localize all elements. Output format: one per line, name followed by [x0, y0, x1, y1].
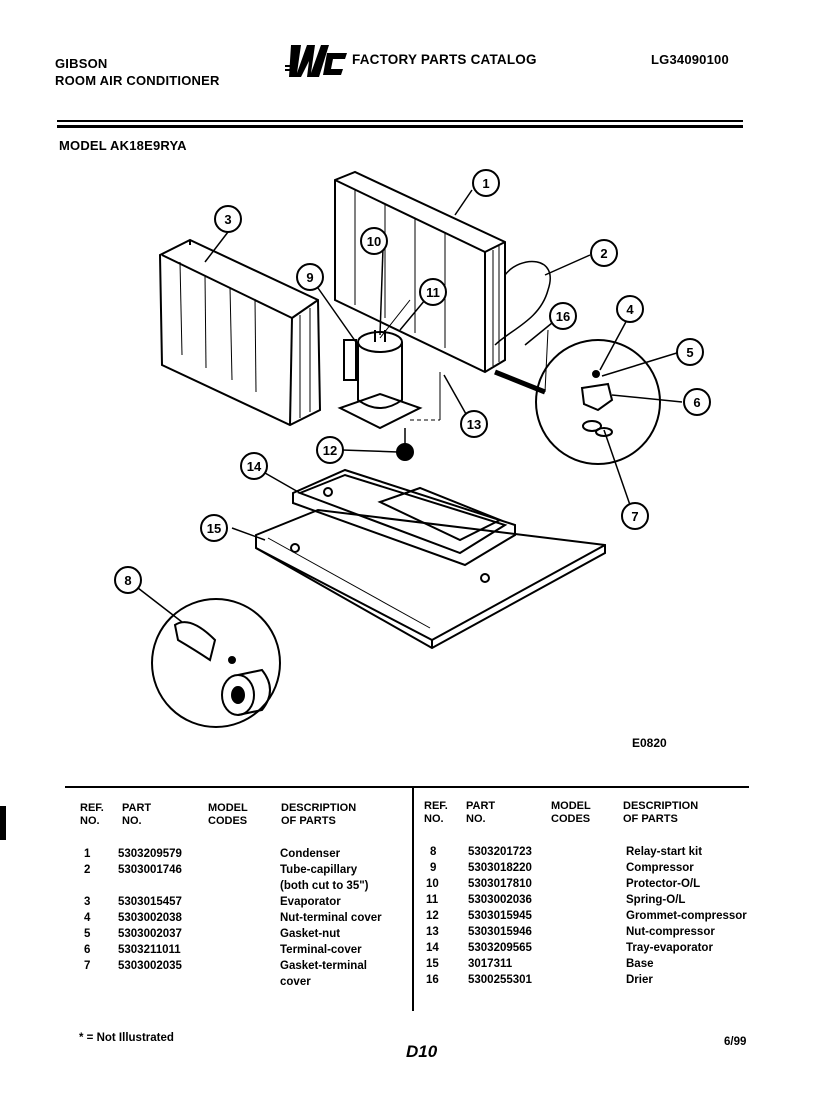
description-cell: Gasket-terminal — [280, 960, 367, 972]
ref-cell: 11 — [426, 894, 439, 906]
ref-cell: 2 — [84, 864, 91, 876]
description-cell: Gasket-nut — [280, 928, 341, 940]
description-cell: cover — [280, 976, 311, 988]
callout-7: 7 — [631, 509, 638, 524]
ref-cell: 12 — [426, 910, 439, 922]
callout-1: 1 — [482, 176, 489, 191]
part-number-cell: 5303002035 — [118, 960, 182, 972]
ref-cell: 6 — [84, 944, 91, 956]
callout-4: 4 — [626, 302, 634, 317]
catalog-number: LG34090100 — [651, 52, 729, 67]
part-number-cell: 5303211011 — [118, 944, 181, 956]
scan-edge-mark — [0, 806, 6, 840]
wci-logo — [285, 43, 349, 84]
part-number-cell: 5303018220 — [468, 862, 532, 874]
part-number-cell: 5303017810 — [468, 878, 532, 890]
ref-cell: 7 — [84, 960, 91, 972]
evaporator-tray — [292, 468, 516, 567]
callout-6: 6 — [693, 395, 700, 410]
header-rule-bottom — [57, 125, 743, 128]
ref-cell: 4 — [84, 912, 91, 924]
description-cell: Condenser — [280, 848, 341, 860]
ref-cell: 16 — [426, 974, 439, 986]
not-illustrated-note: * = Not Illustrated — [79, 1032, 174, 1044]
description-cell: Evaporator — [280, 896, 341, 908]
description-cell: Protector-O/L — [626, 878, 701, 890]
part-number-cell: 5303002036 — [468, 894, 532, 906]
description-cell: Tray-evaporator — [626, 942, 713, 954]
evaporator-coil — [158, 238, 322, 427]
hdr-ref-left: REF.NO. — [80, 802, 104, 827]
description-cell: Base — [626, 958, 654, 970]
header-rule-top — [57, 120, 743, 122]
ref-cell: 5 — [84, 928, 91, 940]
condenser-coil — [334, 170, 506, 374]
part-number-cell: 5303209579 — [118, 848, 182, 860]
exploded-parts-diagram: 1 2 3 4 5 6 7 8 9 10 11 12 13 14 15 16 — [114, 169, 711, 728]
product-name: ROOM AIR CONDITIONER — [55, 73, 220, 88]
description-cell: Drier — [626, 974, 653, 986]
base-pan — [255, 508, 606, 650]
table-divider — [412, 787, 414, 1011]
description-cell: Nut-compressor — [626, 926, 715, 938]
part-number-cell: 5303001746 — [118, 864, 182, 876]
callout-12: 12 — [323, 443, 337, 458]
part-number-cell: 5303015457 — [118, 896, 182, 908]
part-number-cell: 5303015945 — [468, 910, 532, 922]
description-cell: Spring-O/L — [626, 894, 686, 906]
part-number-cell: 5303002037 — [118, 928, 182, 940]
page-number: D10 — [406, 1042, 438, 1061]
ref-cell: 13 — [426, 926, 439, 938]
callout-16: 16 — [556, 309, 570, 324]
part-number-cell: 5303209565 — [468, 942, 532, 954]
callout-9: 9 — [306, 270, 313, 285]
ref-cell: 10 — [426, 878, 439, 890]
callout-13: 13 — [467, 417, 481, 432]
part-number-cell: 5303015946 — [468, 926, 532, 938]
part-number-cell: 3017311 — [468, 958, 513, 970]
callout-15: 15 — [207, 521, 221, 536]
description-cell: (both cut to 35") — [280, 880, 369, 892]
description-cell: Tube-capillary — [280, 864, 358, 876]
hdr-ref-right: REF.NO. — [424, 800, 448, 825]
model-label: MODEL AK18E9RYA — [59, 138, 187, 153]
ref-cell: 1 — [84, 848, 91, 860]
description-cell: Nut-terminal cover — [280, 912, 382, 924]
part-number-cell: 5300255301 — [468, 974, 532, 986]
ref-cell: 3 — [84, 896, 91, 908]
callout-2: 2 — [600, 246, 607, 261]
ref-cell: 8 — [430, 846, 437, 858]
part-number-cell: 5303002038 — [118, 912, 182, 924]
callout-10: 10 — [367, 234, 381, 249]
callout-11: 11 — [426, 285, 440, 300]
ref-cell: 9 — [430, 862, 437, 874]
ref-cell: 15 — [426, 958, 439, 970]
ref-cell: 14 — [426, 942, 439, 954]
description-cell: Relay-start kit — [626, 846, 703, 858]
figure-code: E0820 — [632, 736, 667, 750]
brand-name: GIBSON — [55, 56, 108, 71]
revision-date: 6/99 — [724, 1036, 747, 1048]
callout-5: 5 — [686, 345, 693, 360]
table-top-rule — [65, 786, 749, 788]
description-cell: Compressor — [626, 862, 694, 874]
description-cell: Grommet-compressor — [626, 910, 747, 922]
callout-14: 14 — [247, 459, 262, 474]
part-number-cell: 5303201723 — [468, 846, 532, 858]
callout-8: 8 — [124, 573, 131, 588]
compressor — [337, 330, 423, 430]
catalog-title: FACTORY PARTS CATALOG — [352, 52, 537, 67]
description-cell: Terminal-cover — [280, 944, 362, 956]
callout-3: 3 — [224, 212, 231, 227]
